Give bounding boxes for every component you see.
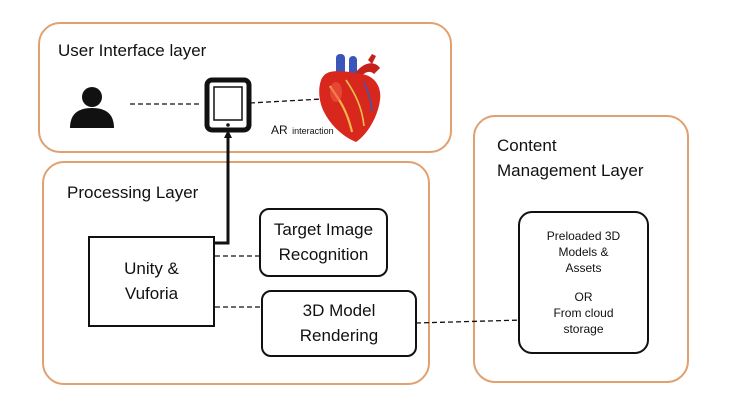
content-store-line5: From cloud: [553, 305, 614, 320]
content-store-box: Preloaded 3D Models & Assets OR From clo…: [518, 211, 649, 354]
processing-layer-title: Processing Layer: [67, 183, 199, 202]
model-rendering-line1: 3D Model: [302, 300, 376, 320]
content-store-line2: Models &: [558, 245, 609, 260]
target-image-recognition-line1: Target Image: [273, 219, 374, 239]
model-rendering-box: 3D Model Rendering: [261, 290, 417, 357]
user-interface-layer-title: User Interface layer: [58, 41, 207, 60]
unity-vuforia-line2: Vuforia: [124, 283, 179, 303]
ar-label: AR: [271, 123, 288, 137]
rendering-to-store-link: [415, 319, 524, 324]
content-store-line1: Preloaded 3D: [546, 228, 621, 243]
person-icon: [70, 87, 114, 128]
tablet-icon: [204, 77, 252, 133]
content-store-line4: OR: [574, 289, 593, 304]
interaction-label: interaction: [292, 126, 334, 136]
heart-icon: [319, 54, 381, 142]
device-to-model-link: [249, 98, 323, 104]
unity-vuforia-box: Unity & Vuforia: [88, 236, 215, 327]
content-layer-title-line2: Management Layer: [497, 161, 644, 180]
ar-interaction-label: AR interaction: [271, 121, 334, 139]
content-layer-title-line1: Content: [497, 136, 557, 155]
content-store-line3: Assets: [565, 261, 602, 276]
target-image-recognition-line2: Recognition: [278, 244, 369, 264]
content-store-line6: storage: [563, 321, 604, 336]
unity-to-device-arrow: [214, 130, 232, 245]
model-rendering-line2: Rendering: [299, 325, 379, 345]
unity-vuforia-line1: Unity &: [124, 258, 179, 278]
target-image-recognition-box: Target Image Recognition: [259, 208, 388, 277]
